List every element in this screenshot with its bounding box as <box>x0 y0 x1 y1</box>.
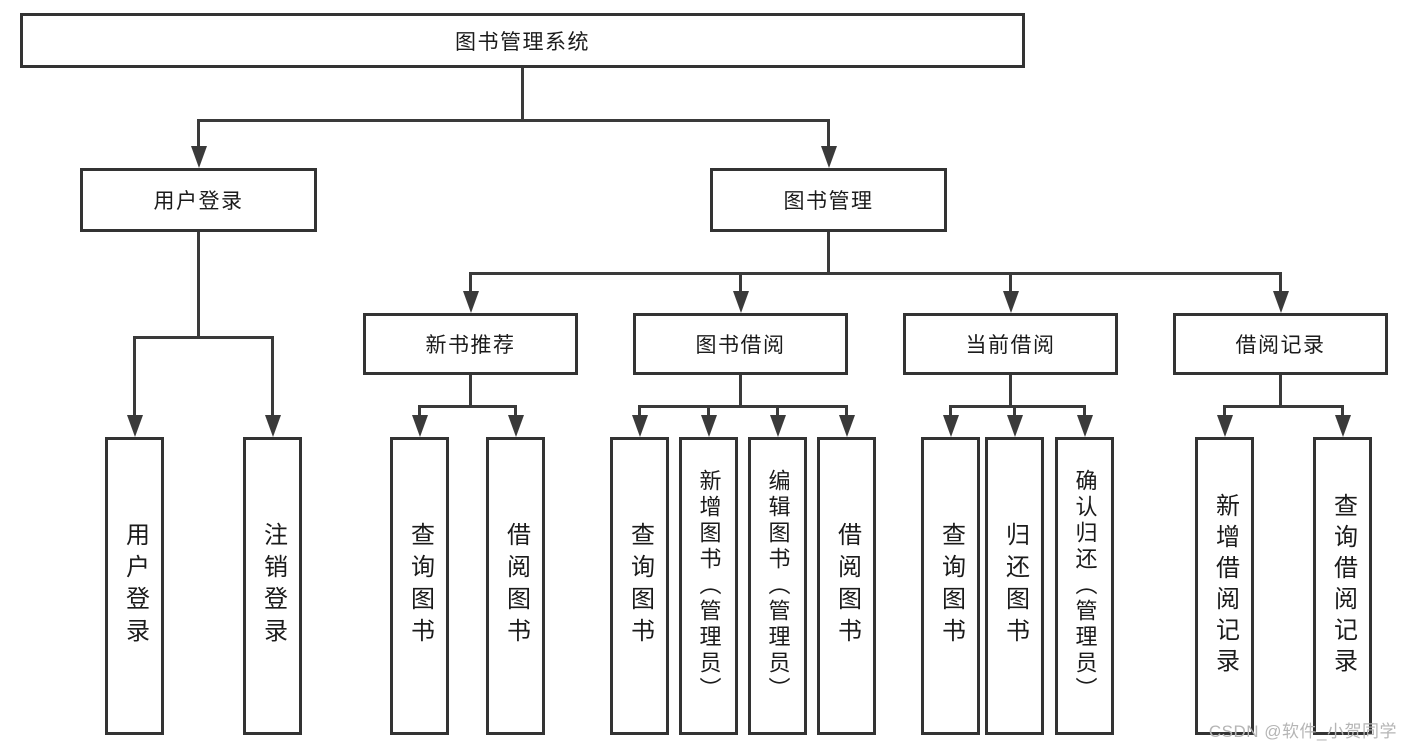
node-label: 新增图书（管理员） <box>696 469 722 703</box>
node-label: 当前借阅 <box>965 334 1056 357</box>
connector-line <box>707 405 710 417</box>
node-book-borrow: 图书借阅 <box>633 313 848 375</box>
node-label: 查询图书 <box>937 522 965 650</box>
node-new-book-recommend: 新书推荐 <box>363 313 578 375</box>
leaf-borrow-books: 借阅图书 <box>817 437 876 735</box>
connector-line <box>521 68 524 122</box>
connector-line <box>1223 405 1226 417</box>
csdn-watermark: CSDN @软件_小贺同学 <box>1208 722 1397 741</box>
arrowhead-down-icon <box>631 415 648 437</box>
arrowhead-down-icon <box>1006 415 1023 437</box>
node-label: 图书借阅 <box>695 334 786 357</box>
leaf-query-books-borrow: 查询图书 <box>610 437 669 735</box>
connector-line <box>1341 405 1344 417</box>
node-user-login: 用户登录 <box>80 168 317 232</box>
arrowhead-down-icon <box>411 415 428 437</box>
node-label: 用户登录 <box>153 190 244 213</box>
node-label: 归还图书 <box>1001 522 1029 650</box>
connector-line <box>739 272 742 295</box>
node-label: 新书推荐 <box>425 334 516 357</box>
connector-line <box>827 119 830 150</box>
node-label: 确认归还（管理员） <box>1072 469 1098 703</box>
arrowhead-down-icon <box>732 291 749 313</box>
connector-line <box>638 405 848 408</box>
connector-line <box>469 272 1282 275</box>
connector-line <box>949 405 1086 408</box>
arrowhead-down-icon <box>462 291 479 313</box>
connector-line <box>1223 405 1344 408</box>
node-label: 用户登录 <box>121 522 149 650</box>
connector-line <box>1009 272 1012 295</box>
node-label: 查询借阅记录 <box>1329 493 1357 679</box>
connector-line <box>469 272 472 295</box>
connector-line <box>418 405 421 417</box>
leaf-add-borrow-record: 新增借阅记录 <box>1195 437 1254 735</box>
arrowhead-down-icon <box>942 415 959 437</box>
node-library-management-system: 图书管理系统 <box>20 13 1025 68</box>
connector-line <box>469 375 472 408</box>
arrowhead-down-icon <box>1002 291 1019 313</box>
node-label: 新增借阅记录 <box>1211 493 1239 679</box>
node-label: 借阅图书 <box>502 522 530 650</box>
node-label: 图书管理系统 <box>455 30 590 54</box>
arrowhead-down-icon <box>1272 291 1289 313</box>
arrowhead-down-icon <box>838 415 855 437</box>
arrowhead-down-icon <box>1076 415 1093 437</box>
connector-line <box>133 336 136 416</box>
connector-line <box>418 405 517 408</box>
node-label: 查询图书 <box>406 522 434 650</box>
node-borrow-records: 借阅记录 <box>1173 313 1388 375</box>
leaf-user-login: 用户登录 <box>105 437 164 735</box>
node-label: 借阅记录 <box>1235 334 1326 357</box>
connector-line <box>776 405 779 417</box>
arrowhead-down-icon <box>190 146 207 168</box>
connector-line <box>1279 272 1282 295</box>
leaf-query-books-recommend: 查询图书 <box>390 437 449 735</box>
connector-line <box>1013 405 1016 417</box>
leaf-return-books: 归还图书 <box>985 437 1044 735</box>
leaf-add-books-admin: 新增图书（管理员） <box>679 437 738 735</box>
connector-line <box>271 336 274 416</box>
connector-line <box>845 405 848 417</box>
arrowhead-down-icon <box>264 415 281 437</box>
connector-line <box>827 232 830 275</box>
connector-line <box>638 405 641 417</box>
arrowhead-down-icon <box>700 415 717 437</box>
leaf-query-books-current: 查询图书 <box>921 437 980 735</box>
connector-line <box>739 375 742 408</box>
arrowhead-down-icon <box>126 415 143 437</box>
leaf-edit-books-admin: 编辑图书（管理员） <box>748 437 807 735</box>
node-book-management: 图书管理 <box>710 168 947 232</box>
arrowhead-down-icon <box>1216 415 1233 437</box>
connector-line <box>197 119 830 122</box>
connector-line <box>1009 375 1012 408</box>
connector-line <box>197 232 200 339</box>
node-label: 图书管理 <box>783 190 874 213</box>
connector-line <box>949 405 952 417</box>
node-current-borrow: 当前借阅 <box>903 313 1118 375</box>
connector-line <box>133 336 274 339</box>
arrowhead-down-icon <box>769 415 786 437</box>
leaf-logout: 注销登录 <box>243 437 302 735</box>
connector-line <box>1279 375 1282 408</box>
leaf-borrow-books-recommend: 借阅图书 <box>486 437 545 735</box>
connector-line <box>197 119 200 150</box>
arrowhead-down-icon <box>507 415 524 437</box>
node-label: 查询图书 <box>626 522 654 650</box>
leaf-confirm-return-admin: 确认归还（管理员） <box>1055 437 1114 735</box>
connector-line <box>1083 405 1086 417</box>
connector-line <box>514 405 517 417</box>
node-label: 注销登录 <box>259 522 287 650</box>
arrowhead-down-icon <box>1334 415 1351 437</box>
node-label: 编辑图书（管理员） <box>765 469 791 703</box>
leaf-query-borrow-record: 查询借阅记录 <box>1313 437 1372 735</box>
arrowhead-down-icon <box>820 146 837 168</box>
node-label: 借阅图书 <box>833 522 861 650</box>
